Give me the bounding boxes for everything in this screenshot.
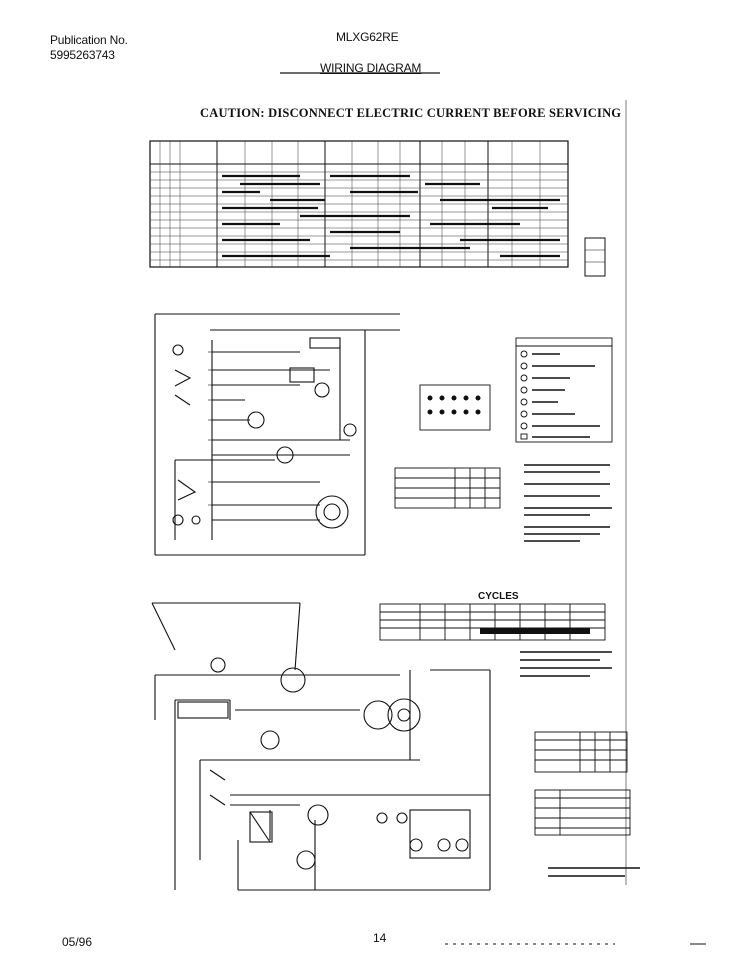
caution-banner: CAUTION: DISCONNECT ELECTRIC CURRENT BEF… xyxy=(200,106,622,120)
washer-notes xyxy=(524,464,612,542)
dryer-selector-table xyxy=(534,731,628,773)
publication-label: Publication No. xyxy=(50,33,128,47)
footer-date: 05/96 xyxy=(62,935,93,949)
page-title: WIRING DIAGRAM xyxy=(320,61,422,75)
cycles-table xyxy=(379,603,606,641)
cycles-table-title: CYCLES xyxy=(478,591,519,602)
dryer-notes xyxy=(520,651,612,677)
timer-sequence-chart xyxy=(149,140,606,277)
publication-number: 5995263743 xyxy=(50,48,115,62)
switch-table xyxy=(394,467,501,509)
model-number: MLXG62RE xyxy=(336,30,399,44)
footer-marks xyxy=(445,867,706,945)
dryer-schematic xyxy=(151,602,491,891)
washer-schematic xyxy=(154,313,400,556)
terminal-block xyxy=(419,384,491,431)
page-number: 14 xyxy=(373,931,387,945)
specifications-table xyxy=(534,789,631,836)
symbol-legend xyxy=(515,337,613,443)
